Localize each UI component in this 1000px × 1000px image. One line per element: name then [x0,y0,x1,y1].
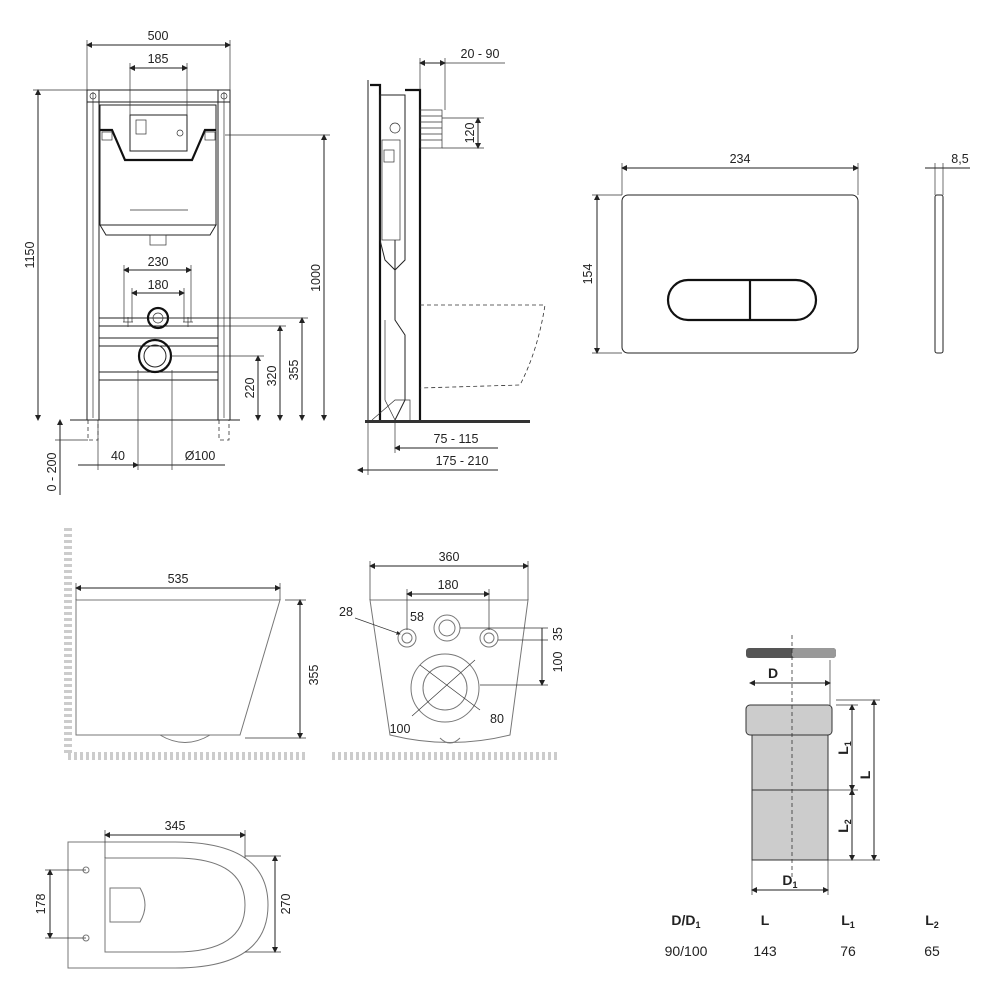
bowl-side-view: 535 355 [64,528,321,760]
dim-leg-adjust: 0 - 200 [45,452,59,491]
spec-value-l: 143 [753,943,777,959]
dim-outlet-dia: 100 [390,722,411,736]
spec-table: D/D1 L L1 L2 90/100 143 76 65 [665,912,940,959]
dim-inlet-dia: 58 [410,610,424,624]
bowl-top-view: 345 178 270 [34,819,293,969]
bowl-rear-view: 360 180 28 58 35 100 100 80 [332,550,565,760]
spec-header-d: D/D1 [671,912,700,930]
dim-frame-width: 500 [148,29,169,43]
frame-front-view: 500 185 1150 1000 230 180 355 320 [23,29,330,495]
flush-plate: 234 154 8,5 [581,152,970,354]
spec-header-l2: L2 [925,912,939,930]
dim-offset-35: 35 [551,627,565,641]
label-l2: L2 [835,819,853,833]
dim-button-width: 185 [148,52,169,66]
connector-pipe: D D1 L1 L2 L [745,635,880,895]
dim-bolt-dia: 28 [339,605,353,619]
label-l: L [857,770,873,779]
dim-offset: 40 [111,449,125,463]
label-d: D [768,665,778,681]
dim-bowl-width: 360 [439,550,460,564]
dim-bowl-depth: 270 [279,894,293,915]
label-l1: L1 [835,741,853,755]
spec-header-l: L [761,912,770,928]
dim-drain-spacing-inner: 180 [148,278,169,292]
dim-outlet-dia-inner: 80 [490,712,504,726]
dim-bowl-top-width: 345 [165,819,186,833]
dim-bolt-spacing: 180 [438,578,459,592]
dim-bowl-height: 355 [307,665,321,686]
spec-value-l1: 76 [840,943,856,959]
dim-drain-spacing-outer: 230 [148,255,169,269]
spec-value-l2: 65 [924,943,940,959]
dim-bowl-length: 535 [168,572,189,586]
dim-offset-100: 100 [551,652,565,673]
dim-total-depth: 175 - 210 [436,454,489,468]
spec-header-l1: L1 [841,912,855,930]
dim-outlet-diameter: Ø100 [185,449,216,463]
spec-value-d: 90/100 [665,943,708,959]
dim-plate-width: 234 [730,152,751,166]
dim-drain-height-b: 220 [243,378,257,399]
frame-side-view: 20 - 90 120 75 - 115 175 - 210 [357,47,546,475]
label-d1: D1 [782,872,797,890]
dim-outlet-height: 355 [287,360,301,381]
dim-total-height: 1150 [23,242,37,269]
dim-plate-thickness: 8,5 [951,152,968,166]
dim-drain-height-a: 320 [265,366,279,387]
dim-fix-spacing: 178 [34,894,48,915]
dim-frame-height: 1000 [309,264,323,292]
dim-plate-height: 154 [581,264,595,285]
dim-wall-gap: 75 - 115 [434,432,479,446]
dim-depth-adjust: 20 - 90 [461,47,500,61]
dim-inlet-height: 120 [463,123,477,144]
